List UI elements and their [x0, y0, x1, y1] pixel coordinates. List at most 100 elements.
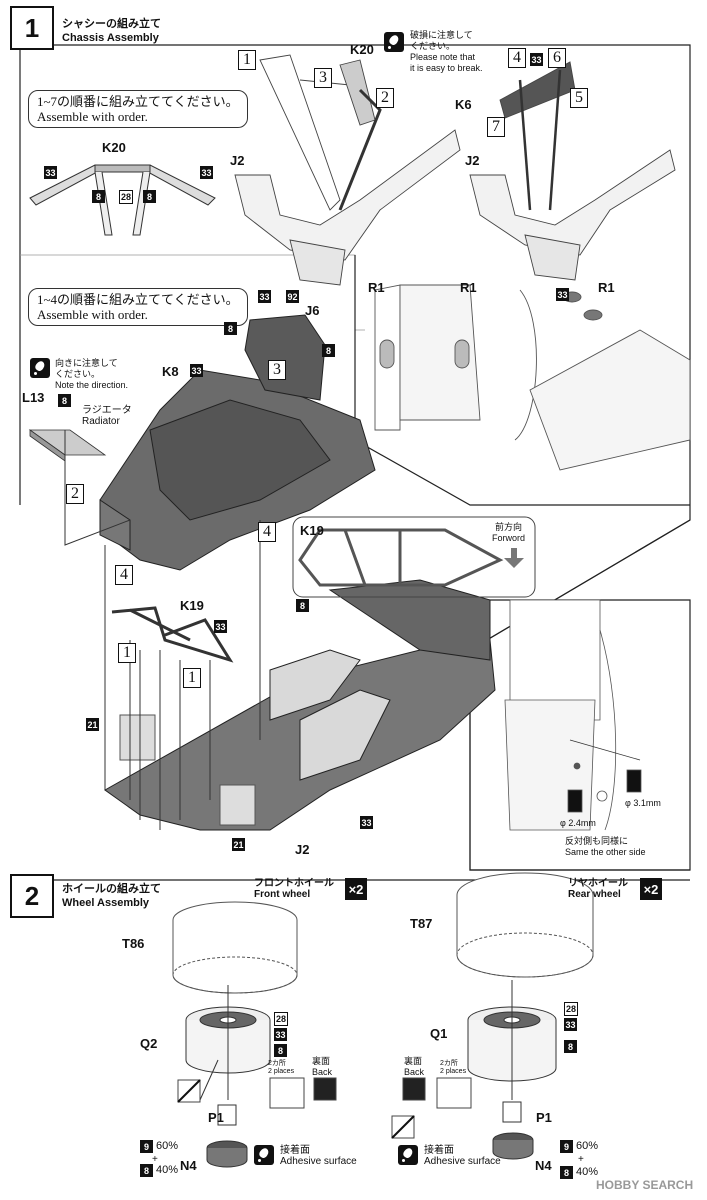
order-box-2-radiator: 2	[66, 484, 84, 504]
front-wheel-quantity: ×2	[345, 878, 367, 900]
order-box-3-j6: 3	[268, 360, 286, 380]
rear-wheel-title-jp: リヤホイール	[568, 878, 628, 889]
rear-back-label-jp: 裏面	[404, 1056, 423, 1066]
back-detail-boxes	[177, 1077, 472, 1139]
rear-back-label-en: Back	[404, 1067, 425, 1077]
label-n4-rear: N4	[535, 1158, 552, 1173]
label-j2-top-middle: J2	[230, 153, 245, 168]
radiator-label-en: Radiator	[82, 416, 120, 427]
code-92-j6: 92	[286, 290, 299, 303]
rear-wheel-title: リヤホイール Rear wheel	[568, 878, 628, 900]
forward-label-jp: 前方向	[495, 522, 523, 532]
rear-adhesive-icon	[398, 1145, 418, 1165]
front-40-pct: 40%	[156, 1164, 179, 1176]
step2-title-jp: ホイールの組み立て	[62, 883, 161, 895]
rear-plus: +	[578, 1154, 584, 1165]
step-number-2: 2	[10, 874, 54, 918]
code-21-left: 21	[86, 718, 99, 731]
front-back-label: 裏面 Back	[312, 1056, 332, 1078]
rear-back-label: 裏面 Back	[404, 1056, 424, 1078]
direction-warning-text: 向きに注意して ください。 Note the direction.	[55, 358, 128, 391]
front-back-label-jp: 裏面	[312, 1056, 331, 1066]
front-wheel-title: フロントホイール Front wheel	[254, 878, 334, 900]
code-28-k20: 28	[119, 190, 133, 204]
front-tire-drawing	[172, 901, 298, 994]
order-note-1-7-jp: 1~7の順番に組み立ててください。	[37, 94, 239, 109]
code-33-j6: 33	[258, 290, 271, 303]
step2-title-en: Wheel Assembly	[62, 897, 150, 909]
order-note-1-4: 1~4の順番に組み立ててください。 Assemble with order.	[28, 288, 248, 326]
label-k19-inset: K19	[300, 523, 324, 538]
label-k20-large: K20	[350, 42, 374, 57]
radiator-label: ラジエータ Radiator	[82, 405, 132, 427]
code-8-rear-mix: 8	[560, 1166, 573, 1179]
rear-hub-drawing	[492, 1101, 534, 1160]
code-8-floor: 8	[296, 599, 309, 612]
rear-2-places-jp: 2カ所	[440, 1060, 458, 1067]
chassis-sketch-top-right	[469, 61, 676, 281]
code-33-k20-right: 33	[200, 166, 213, 179]
direction-warning-icon	[30, 358, 50, 378]
front-adhesive-icon	[254, 1145, 274, 1165]
step1-title: シャシーの組み立て Chassis Assembly	[62, 17, 161, 45]
rear-2-places-en: 2 places	[440, 1068, 467, 1075]
step1-title-en: Chassis Assembly	[62, 32, 159, 44]
label-l13: L13	[22, 390, 45, 405]
break-warning-en1: Please note that	[410, 52, 476, 62]
k20-bar-drawing	[29, 164, 216, 236]
direction-warning-en: Note the direction.	[55, 380, 129, 390]
assembly-arrows	[64, 430, 261, 830]
order-box-1-right: 1	[183, 668, 201, 688]
order-box-1-left: 1	[118, 643, 136, 663]
break-warning-icon	[384, 32, 404, 52]
j2-floor-drawing	[104, 579, 496, 831]
label-r1-left: R1	[368, 280, 385, 295]
label-j2-floor: J2	[295, 842, 310, 857]
k8-chassis-drawing	[99, 314, 376, 571]
code-33-front: 33	[274, 1028, 287, 1041]
label-t86: T86	[122, 936, 145, 951]
rear-adhesive-label-en: Adhesive surface	[424, 1156, 501, 1167]
order-note-1-4-en: Assemble with order.	[37, 307, 148, 322]
rear-adhesive-label-jp: 接着面	[424, 1145, 454, 1156]
code-33-k20-left: 33	[44, 166, 57, 179]
label-p1-front: P1	[208, 1110, 224, 1125]
code-33-floor: 33	[360, 816, 373, 829]
rear-wheel-quantity: ×2	[640, 878, 662, 900]
break-warning-text: 破損に注意して ください。 Please note that it is eas…	[410, 30, 483, 74]
code-9-rear: 9	[560, 1140, 573, 1153]
front-adhesive-label-en: Adhesive surface	[280, 1156, 357, 1167]
front-wheel-title-en: Front wheel	[254, 889, 311, 900]
direction-warning-jp: 向きに注意して	[55, 358, 118, 368]
code-33-k19: 33	[214, 620, 227, 633]
label-k20-small: K20	[102, 140, 126, 155]
same-other-side-jp: 反対側も同様に	[565, 836, 629, 846]
order-box-2-top: 2	[376, 88, 394, 108]
label-n4-front: N4	[180, 1158, 197, 1173]
step2-title: ホイールの組み立て Wheel Assembly	[62, 882, 161, 910]
front-2-places: 2カ所 2 places	[268, 1060, 294, 1076]
label-t87: T87	[410, 916, 433, 931]
order-box-4-left: 4	[115, 565, 133, 585]
front-wheel-title-jp: フロントホイール	[254, 878, 334, 889]
rear-wheel-title-en: Rear wheel	[568, 889, 621, 900]
code-8-l13: 8	[58, 394, 71, 407]
radiator-label-jp: ラジエータ	[82, 405, 132, 416]
order-box-3-top: 3	[314, 68, 332, 88]
order-note-1-7-en: Assemble with order.	[37, 109, 148, 124]
order-note-1-7: 1~7の順番に組み立ててください。 Assemble with order.	[28, 90, 248, 128]
code-33-r1: 33	[556, 288, 569, 301]
front-2-places-jp: 2カ所	[268, 1060, 286, 1067]
front-2-places-en: 2 places	[268, 1068, 295, 1075]
break-warning-jp: 破損に注意して	[410, 30, 473, 40]
rear-40-pct: 40%	[576, 1166, 599, 1178]
front-hub-drawing	[206, 1104, 248, 1168]
k19-inset-box	[292, 516, 536, 598]
front-back-label-en: Back	[312, 1067, 333, 1077]
code-8-rear: 8	[564, 1040, 577, 1053]
label-j6: J6	[305, 303, 320, 318]
forward-label: 前方向 Forword	[492, 522, 525, 544]
rear-adhesive-label: 接着面 Adhesive surface	[424, 1145, 501, 1167]
code-33-rear: 33	[564, 1018, 577, 1031]
same-other-side-en: Same the other side	[565, 847, 646, 857]
